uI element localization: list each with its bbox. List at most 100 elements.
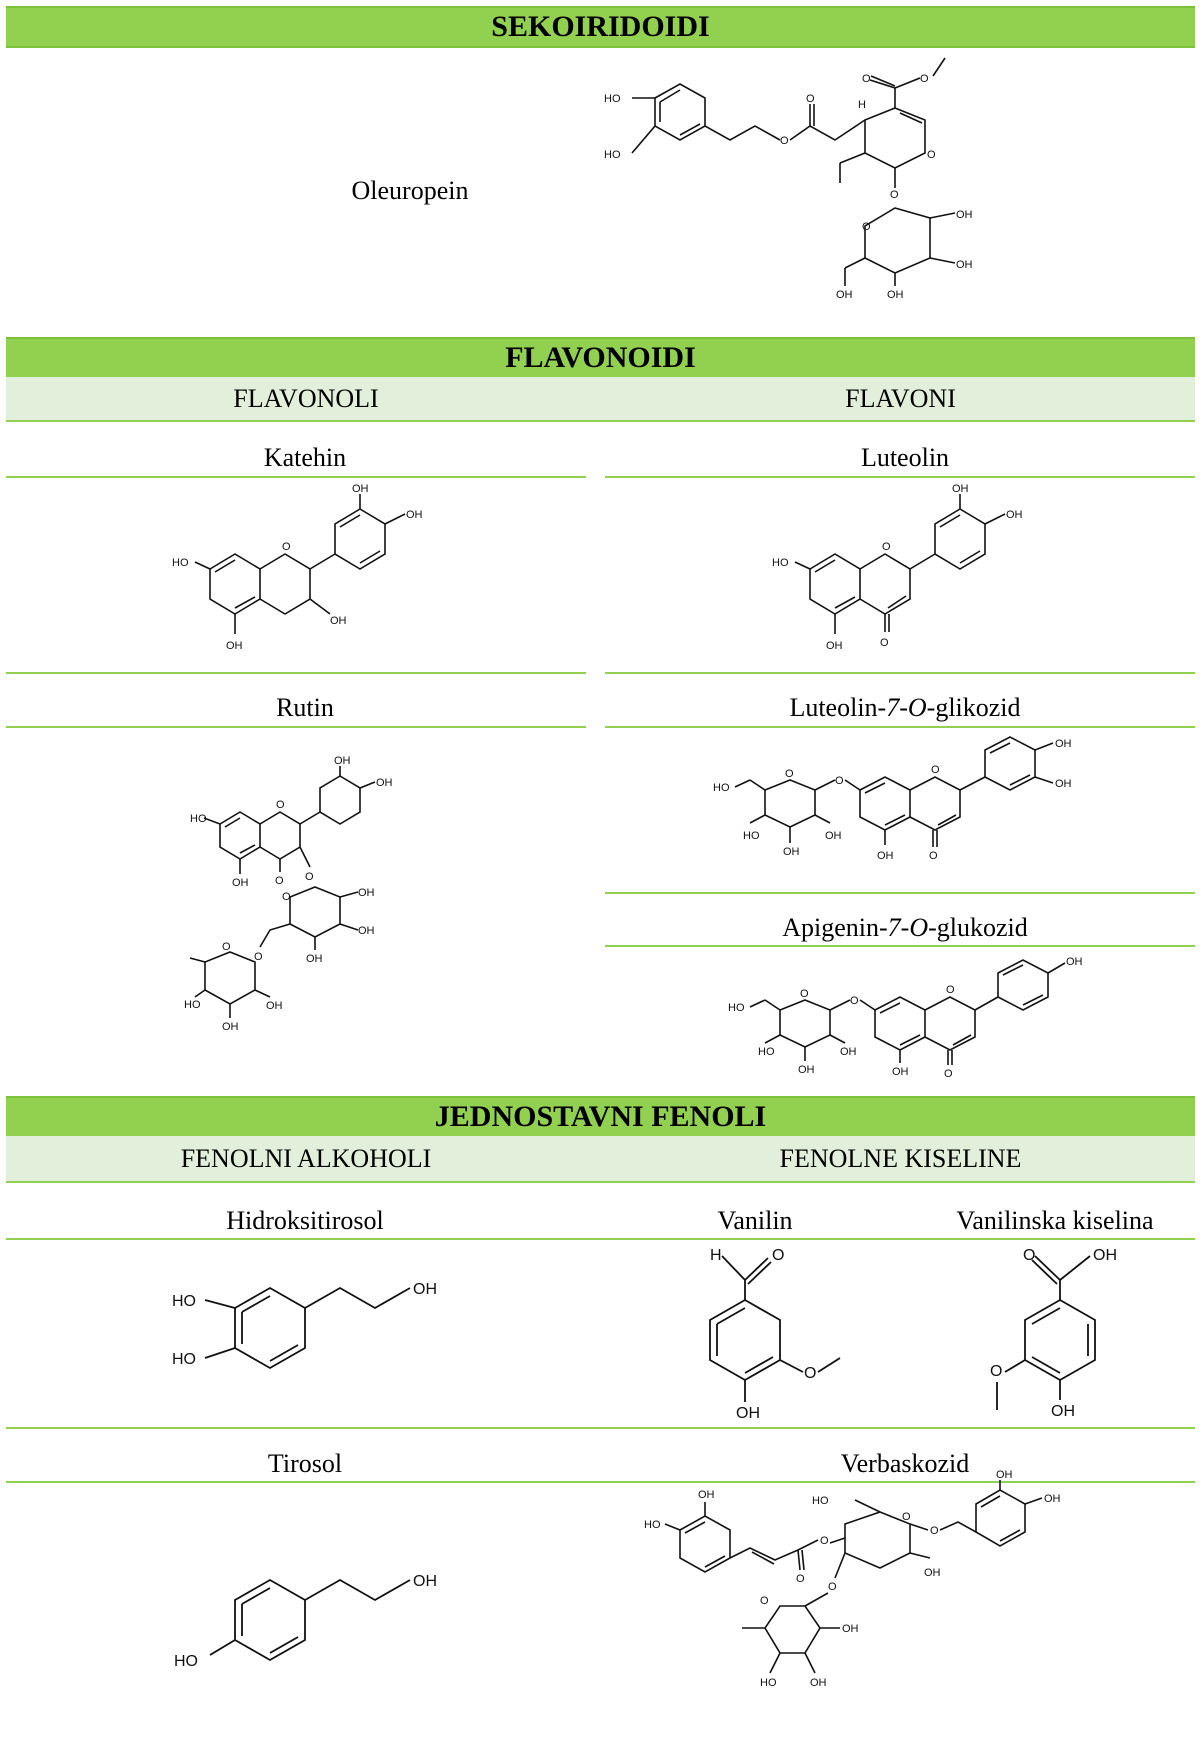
atom-label: O (804, 1365, 816, 1382)
atom-label: OH (1055, 778, 1072, 790)
atom-label: OH (1006, 509, 1023, 521)
compound-label-luteolin: Luteolin (860, 443, 950, 472)
atom-label: OH (334, 755, 351, 767)
atom-label: HO (184, 999, 201, 1011)
atom-label: O (880, 637, 889, 649)
oleuropein-structure: HO HO O O O H O O O O OH OH OH OH (604, 57, 973, 301)
atom-label: OH (1051, 1403, 1075, 1420)
atom-label: O (780, 135, 789, 147)
vanilinska-kiselina-structure: O OH O OH (990, 1247, 1117, 1420)
atom-label: HO (644, 1519, 661, 1531)
compound-label-oleuropein: Oleuropein (351, 176, 469, 205)
atom-label: OH (826, 640, 843, 652)
atom-label: OH (222, 1021, 239, 1033)
atom-label: OH (1066, 956, 1083, 968)
atom-label: OH (783, 846, 800, 858)
atom-label: O (927, 149, 936, 161)
atom-label: OH (266, 1000, 283, 1012)
section-header-flavonoidi: FLAVONOIDI (6, 337, 1195, 379)
label-part: Luteolin- (789, 693, 887, 722)
divider (6, 1481, 1195, 1483)
section-header-sekoiridoidi: SEKOIRIDOIDI (6, 6, 1195, 48)
atom-label: O (882, 541, 891, 553)
atom-label: OH (836, 289, 853, 301)
luteolin-7-o-glikozid-structure: O HO HO OH OH O O O OH OH OH (713, 736, 1072, 862)
divider (605, 945, 1195, 947)
atom-label: OH (1055, 738, 1072, 750)
atom-label: HO (760, 1677, 777, 1689)
vanilin-structure: H O O OH (709, 1247, 841, 1422)
atom-label: OH (956, 259, 973, 271)
atom-label: HO (728, 1002, 745, 1014)
hidroksitirosol-structure: HO HO OH (172, 1281, 437, 1370)
compound-label-katehin: Katehin (263, 443, 347, 472)
atom-label: O (862, 73, 871, 85)
label-part: Apigenin- (782, 913, 888, 942)
compound-label-vanilin: Vanilin (717, 1206, 793, 1235)
atom-label: OH (413, 1573, 437, 1590)
atom-label: O (930, 1525, 939, 1537)
atom-label: O (254, 951, 263, 963)
divider (6, 672, 586, 674)
atom-label: H (858, 99, 866, 111)
compound-label-verbaskozid: Verbaskozid (840, 1449, 970, 1478)
divider (6, 476, 586, 478)
rutin-structure: O O HO OH OH OH O O OH OH OH O O HO OH O… (184, 755, 393, 1033)
atom-label: O (760, 1595, 769, 1607)
atom-label: OH (358, 925, 375, 937)
atom-label: O (931, 764, 940, 776)
atom-label: O (800, 988, 809, 1000)
atom-label: O (890, 189, 899, 201)
atom-label: O (990, 1363, 1002, 1380)
section-title: SEKOIRIDOIDI (491, 10, 710, 43)
label-part: -glikozid (926, 693, 1021, 722)
atom-label: OH (358, 887, 375, 899)
atom-label: O (806, 93, 815, 105)
subheader-fenolne-kiseline: FENOLNE KISELINE (779, 1143, 1022, 1173)
atom-label: OH (698, 1489, 715, 1501)
divider (605, 476, 1195, 478)
atom-label: OH (877, 850, 894, 862)
compound-label-vanilinska-kiselina: Vanilinska kiselina (956, 1206, 1154, 1235)
atom-label: O (275, 875, 284, 887)
atom-label: O (828, 1581, 837, 1593)
katehin-structure: O HO OH OH OH OH (172, 483, 423, 652)
atom-label: HO (758, 1046, 775, 1058)
subheader-flavoni: FLAVONI (845, 383, 956, 413)
divider (6, 726, 586, 728)
subheader-row-jednostavni-fenoli: FENOLNI ALKOHOLI FENOLNE KISELINE (6, 1136, 1195, 1183)
atom-label: OH (825, 830, 842, 842)
atom-label: HO (172, 557, 189, 569)
subheader-fenolni-alkoholi: FENOLNI ALKOHOLI (180, 1143, 432, 1173)
atom-label: O (282, 541, 291, 553)
atom-label: O (920, 73, 929, 85)
atom-label: O (902, 1511, 911, 1523)
atom-label: O (796, 1573, 805, 1585)
label-part: -glukozid (928, 913, 1028, 942)
atom-label: OH (840, 1046, 857, 1058)
atom-label: HO (743, 830, 760, 842)
label-part-italic: 7-O (887, 913, 929, 942)
compound-label-rutin: Rutin (276, 693, 334, 722)
atom-label: O (946, 984, 955, 996)
luteolin-structure: O O HO OH OH OH (772, 483, 1023, 652)
atom-label: OH (736, 1405, 760, 1422)
compound-label-hidroksitirosol: Hidroksitirosol (226, 1206, 384, 1235)
atom-label: O (305, 871, 314, 883)
atom-label: OH (996, 1469, 1013, 1481)
atom-label: O (222, 941, 231, 953)
section-title: FLAVONOIDI (505, 341, 696, 374)
compound-label-luteolin-7-o-glikozid: Luteolin-7-O-glikozid (700, 693, 1110, 723)
atom-label: O (929, 850, 938, 862)
atom-label: O (282, 891, 291, 903)
label-part-italic: 7-O (886, 693, 927, 722)
subheader-row-flavonoidi: FLAVONOLI FLAVONI (6, 377, 1195, 422)
atom-label: HO (772, 557, 789, 569)
verbaskozid-structure: OH HO O O O HO OH O OH OH O O OH HO OH (644, 1469, 1061, 1689)
divider (605, 672, 1195, 674)
atom-label: O (785, 768, 794, 780)
atom-label: H (710, 1247, 722, 1264)
atom-label: O (862, 221, 871, 233)
tirosol-structure: HO OH (174, 1573, 437, 1670)
atom-label: OH (413, 1281, 437, 1298)
